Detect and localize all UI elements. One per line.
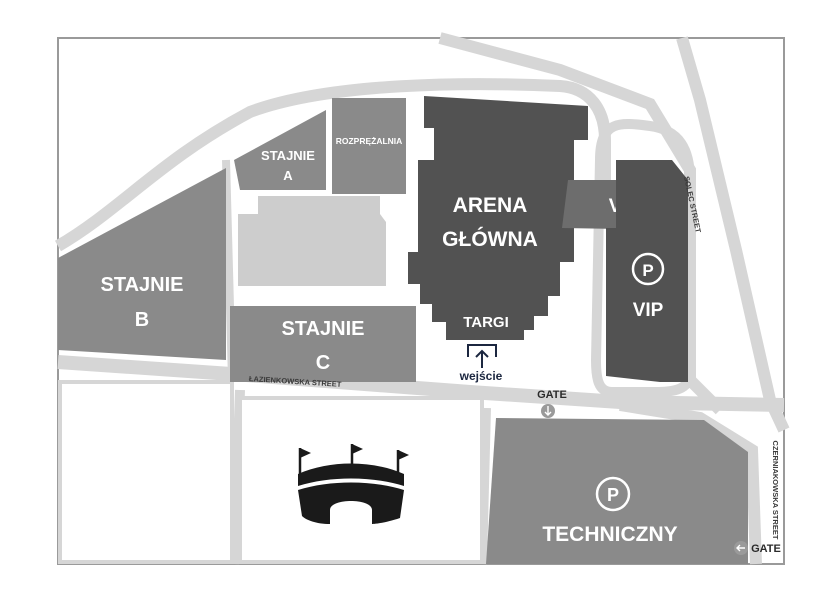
north-curve-road [54, 78, 611, 252]
east-diagonal-road [676, 36, 790, 433]
arena-glowna-label-line1: ARENA [453, 194, 528, 217]
gate-east-label: GATE [751, 543, 781, 555]
entrance-arrow-icon [467, 344, 497, 368]
gate-south-marker[interactable]: GATE [537, 389, 567, 418]
gate-south-label: GATE [537, 389, 567, 401]
techniczny-parking-icon: P [595, 476, 631, 512]
entrance-marker[interactable]: wejście [459, 344, 503, 383]
techniczny-label: TECHNICZNY [542, 523, 677, 546]
vip-parking-icon: P [631, 252, 665, 286]
stajnie-b-building [58, 168, 226, 360]
entrance-label: wejście [459, 369, 503, 383]
stajnie-c-label-line2: C [316, 352, 330, 374]
vip-parking-area [606, 160, 688, 382]
targi-label: TARGI [463, 314, 509, 331]
lazienkowska-road [57, 355, 785, 412]
czerniakowska-street-label: CZERNIAKOWSKA STREET [771, 441, 780, 540]
vip-parking-symbol: P [642, 261, 653, 280]
field-south-west [58, 380, 234, 564]
rozprezalnia-label: ROZPRĘŻALNIA [336, 136, 403, 146]
techniczny-parking-symbol: P [607, 485, 619, 505]
rozprezalnia-building [332, 98, 406, 194]
stajnie-a-label-line2: A [283, 168, 293, 183]
field-south-mid [238, 396, 484, 564]
arena-glowna-label-line2: GŁÓWNA [442, 227, 538, 251]
vip-loop-road [590, 119, 695, 397]
stajnie-c-label-line1: STAJNIE [282, 318, 365, 340]
stajnie-b-label-line2: B [135, 309, 149, 331]
south-east-road [619, 399, 762, 565]
gate-east-marker[interactable]: GATE [734, 541, 781, 555]
techniczny-parking-area [486, 418, 748, 564]
arena-warmup-court [238, 196, 386, 286]
stadium-icon [298, 444, 409, 524]
stajnie-c-building [230, 306, 416, 382]
stajnie-a-building [234, 110, 326, 190]
stajnie-a-label-line1: STAJNIE [261, 148, 315, 163]
stajnie-b-label-line1: STAJNIE [101, 274, 184, 296]
arena-glowna-building [408, 96, 588, 340]
vip-parking-label: VIP [633, 300, 664, 321]
